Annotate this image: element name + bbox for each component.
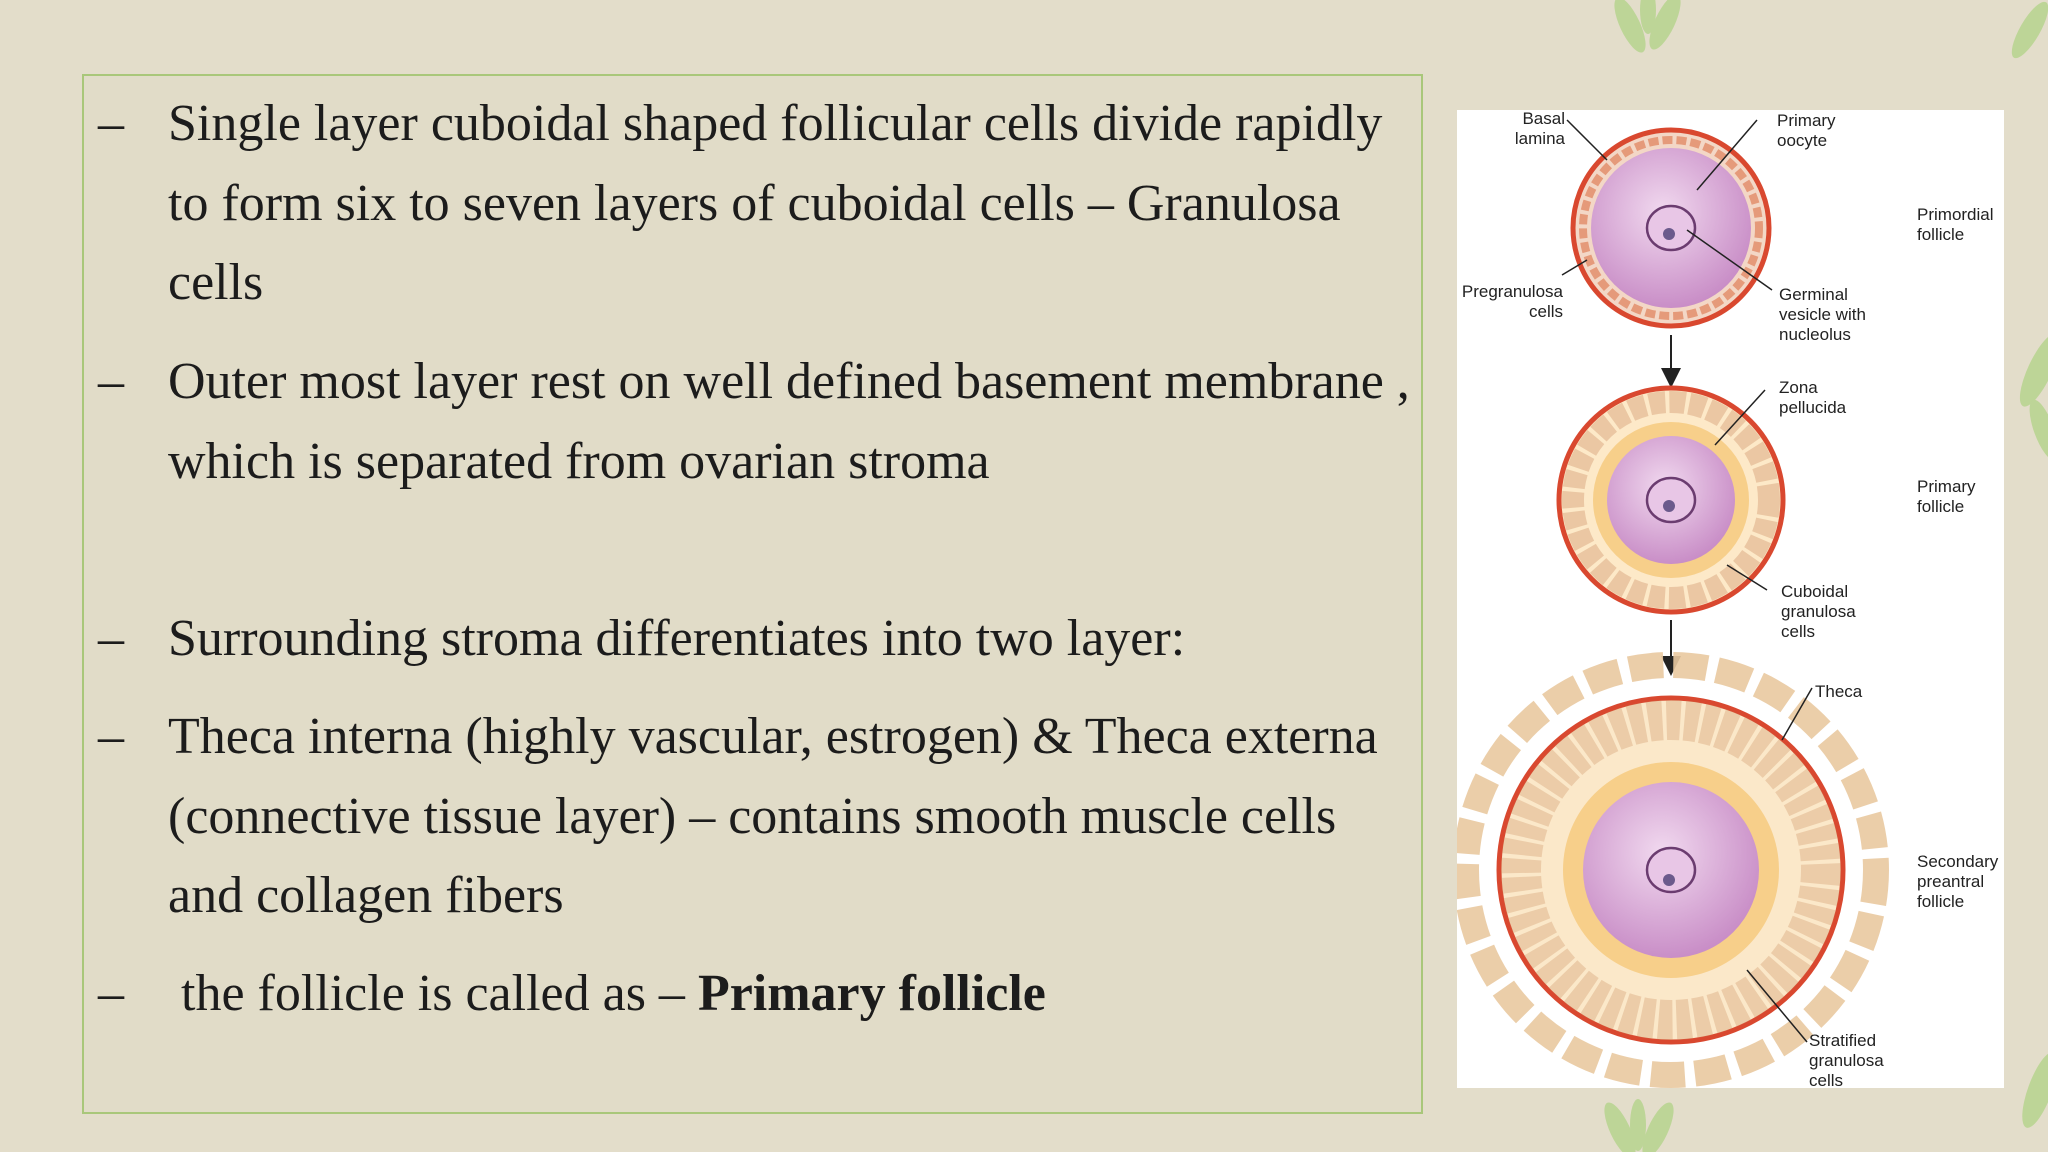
secondary-follicle-drawing (1457, 652, 1889, 1088)
primordial-follicle-drawing (1570, 127, 1772, 329)
bullet-text: Theca interna (highly vascular, estrogen… (168, 708, 1378, 924)
bullet-dash: – (98, 610, 124, 667)
bullet-text: Surrounding stroma differentiates into t… (168, 610, 1186, 667)
bullet-text-box: – Single layer cuboidal shaped follicula… (82, 74, 1423, 1114)
leaf-decoration-right (2011, 1, 2048, 1128)
bullet-dash: – (98, 708, 124, 765)
bullet-dash: – (98, 965, 124, 1022)
primary-follicle-drawing (1556, 385, 1786, 615)
bullet-text-prefix: the follicle is called as – (168, 965, 698, 1022)
bullet-dash: – (98, 353, 124, 410)
leaf-decoration-top (1614, 0, 1681, 53)
bullet-dash: – (98, 95, 124, 152)
label-theca: Theca (1815, 682, 1863, 701)
bullet-text: Single layer cuboidal shaped follicular … (168, 95, 1383, 311)
leader-lines (1561, 119, 1813, 1043)
bullet-text: the follicle is called as – Primary foll… (168, 954, 1411, 1034)
bullet-text: Outer most layer rest on well defined ba… (168, 353, 1410, 490)
primary-follicle-term: Primary follicle (697, 965, 1046, 1022)
leaf-decoration-bottom (1604, 1099, 1674, 1152)
